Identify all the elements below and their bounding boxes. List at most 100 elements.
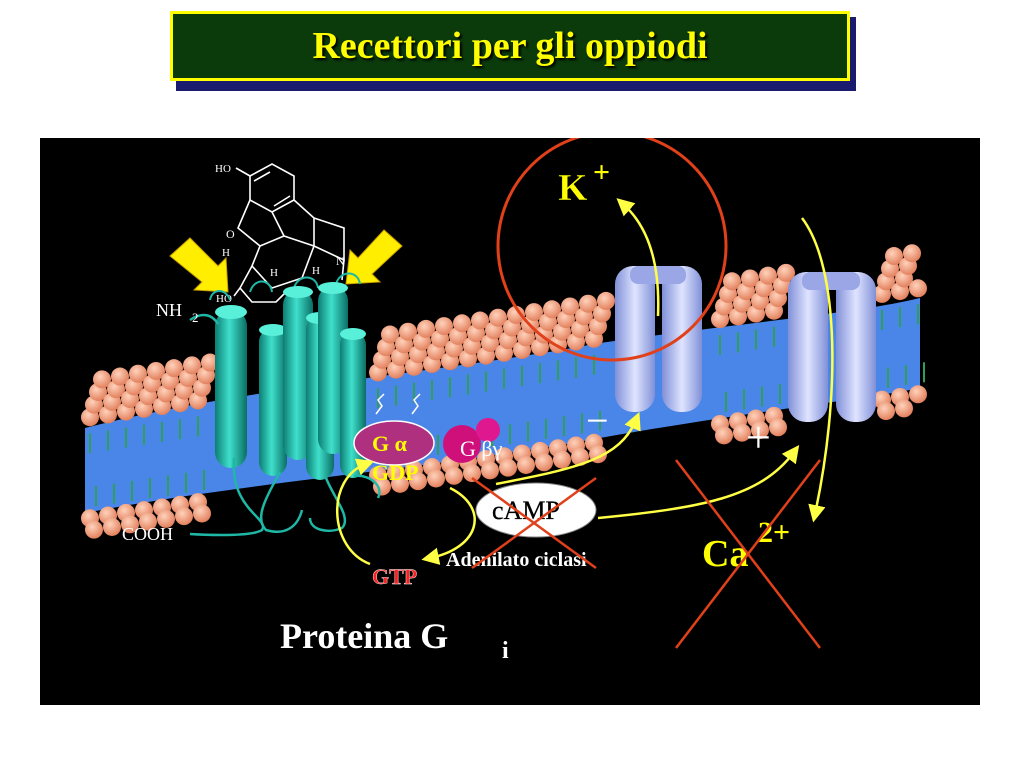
lipid-head [903,244,921,263]
nh2-label: NH [156,300,182,320]
k-ion-label: K [558,167,588,209]
g-gamma-subunit [476,418,500,442]
camp-cross-line-2 [471,476,597,570]
lipid-head [417,319,435,338]
cooh-label: COOH [122,524,173,544]
ca-ion-label: Ca [702,533,748,575]
lipid-head [435,317,453,336]
lipid-heads-top [81,244,927,427]
lipid-head [507,305,525,324]
g-alpha-label: G α [372,431,408,456]
opioid-molecule-icon [233,163,345,303]
lipid-head [381,325,399,344]
lipid-head [885,247,903,266]
gtp-return-arrow [421,486,476,565]
lipid-head [561,297,579,316]
lipid-head [895,399,913,418]
lipid-head [165,359,183,378]
lipid-head [373,477,391,496]
lipid-head [427,469,445,488]
lipid-head [111,367,129,386]
gtp-label: GTP [372,564,417,589]
lipid-head [201,353,219,372]
lipid-head [445,466,463,485]
lipid-head [93,370,111,389]
lipid-head [399,322,417,341]
diagram-panel: K + HO O N H H H HO [40,138,980,705]
lipid-head [715,426,733,445]
g-protein-lipid-anchor [375,393,421,415]
lipid-head [525,303,543,322]
camp-to-ca-arrow [597,444,800,520]
lipid-head [909,279,927,298]
lipid-head [183,356,201,375]
lipid-head [175,507,193,526]
lipid-head [535,453,553,472]
plus-sign: + [746,413,771,462]
binding-arrow-left-icon [169,237,229,293]
lipid-head [877,402,895,421]
lipid-head [103,517,121,536]
k-channel [615,266,702,412]
lipid-head [579,294,597,313]
lipid-head [129,364,147,383]
adenylate-cyclase-label: Adenilato ciclasi [446,549,587,571]
ring-h1-label: H [222,247,230,259]
lipid-head [543,300,561,319]
lipid-head [409,472,427,491]
gdp-label: GDP [372,460,418,485]
lipid-head [741,269,759,288]
lipid-head [597,291,615,310]
ca-cross-line-2 [675,459,821,649]
g-beta-subunit [443,425,481,463]
lipid-head [471,311,489,330]
title-banner: Recettori per gli oppiodi [170,11,850,81]
lipid-head [157,509,175,528]
lipid-head [759,266,777,285]
lipid-head [777,263,795,282]
lipid-head [499,458,517,477]
g-alpha-subunit [353,420,435,466]
k-charge: + [593,156,610,189]
opioid-receptor [189,272,381,537]
ring-o-label: O [226,227,235,241]
lipid-head [481,461,499,480]
lipid-head [139,512,157,531]
ca-influx-arrow [801,217,834,523]
lipid-head [147,361,165,380]
binding-arrow-right-icon [345,229,403,285]
lipid-head [733,423,751,442]
lipid-head [85,520,103,539]
lipid-head [391,474,409,493]
ring-h2-label: H [270,267,278,279]
k-efflux-arrow [616,198,660,317]
ring-h3-label: H [312,265,320,277]
ca-channel [788,272,876,422]
g-betagamma-label: G βγ [460,436,503,461]
protein-gi-label: Proteina G [280,616,448,656]
lipid-head [723,272,741,291]
lipid-head [193,504,211,523]
nh2-subscript: 2 [192,310,199,325]
minus-sign: − [586,398,609,443]
protein-gi-subscript: i [502,638,509,664]
lipid-head [463,464,481,483]
camp-oval [475,482,597,538]
lipid-heads-bottom [81,385,927,539]
diagram-canvas: K + HO O N H H H HO [81,138,927,664]
lipid-head [121,515,139,534]
lipid-head [751,420,769,439]
highlight-circle [496,138,728,362]
lipid-head [769,418,787,437]
ho-top-label: HO [215,163,231,175]
slide-title: Recettori per gli oppiodi [312,25,708,67]
lipid-head [909,385,927,404]
lipid-head [453,314,471,333]
ring-n-label: N [336,254,345,268]
camp-to-k-arrow [495,411,641,486]
lipid-head [553,450,571,469]
lipid-head [489,308,507,327]
gdp-gtp-cycle-arrow [336,458,375,566]
lipid-head [517,455,535,474]
lipid-head [571,447,589,466]
